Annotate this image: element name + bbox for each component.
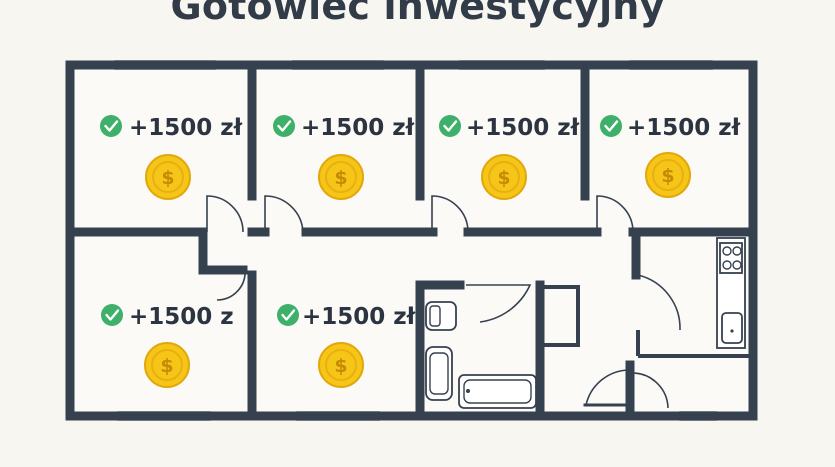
door [466,284,532,323]
room-income-4: +1500 zł $ [600,115,741,198]
room-income-label: +1500 zł [302,304,416,330]
door [216,269,246,301]
door [206,195,244,233]
door [596,195,634,233]
room-income-1: +1500 zł $ [100,115,243,200]
check-circle-icon [101,304,123,326]
coin-symbol: $ [160,355,173,377]
bathroom-fixtures [425,301,537,409]
coin-symbol: $ [161,167,174,189]
room-income-label: +1500 z [129,304,234,330]
coin-symbol: $ [334,355,347,377]
door [431,195,469,233]
room-income-label: +1500 zł [129,115,243,141]
toilet-icon [425,301,457,331]
check-circle-icon [600,115,622,137]
washbasin-icon [425,346,453,401]
stove-icon [719,242,743,274]
coin-symbol: $ [334,167,347,189]
kitchen-fixtures [716,237,746,349]
room-labels: +1500 zł $ +1500 zł $ +1500 zł $ +1500 z… [100,115,741,388]
door [631,372,669,409]
room-income-label: +1500 zł [466,115,580,141]
room-income-2: +1500 zł $ [273,115,415,200]
room-income-3: +1500 zł $ [439,115,580,200]
door [637,274,681,331]
sink-icon [721,312,743,344]
coin-symbol: $ [661,165,674,187]
room-income-6: +1500 zł $ [277,304,416,388]
check-circle-icon [100,115,122,137]
door [585,369,631,406]
door [264,195,304,233]
check-circle-icon [439,115,461,137]
check-circle-icon [273,115,295,137]
doors [206,195,681,409]
coin-symbol: $ [497,167,510,189]
check-circle-icon [277,304,299,326]
bathtub-icon [458,374,537,409]
room-income-label: +1500 zł [301,115,415,141]
room-income-label: +1500 zł [627,115,741,141]
room-income-5: +1500 z $ [101,304,234,388]
page-title: Gotowiec inwestycyjny [170,0,665,28]
